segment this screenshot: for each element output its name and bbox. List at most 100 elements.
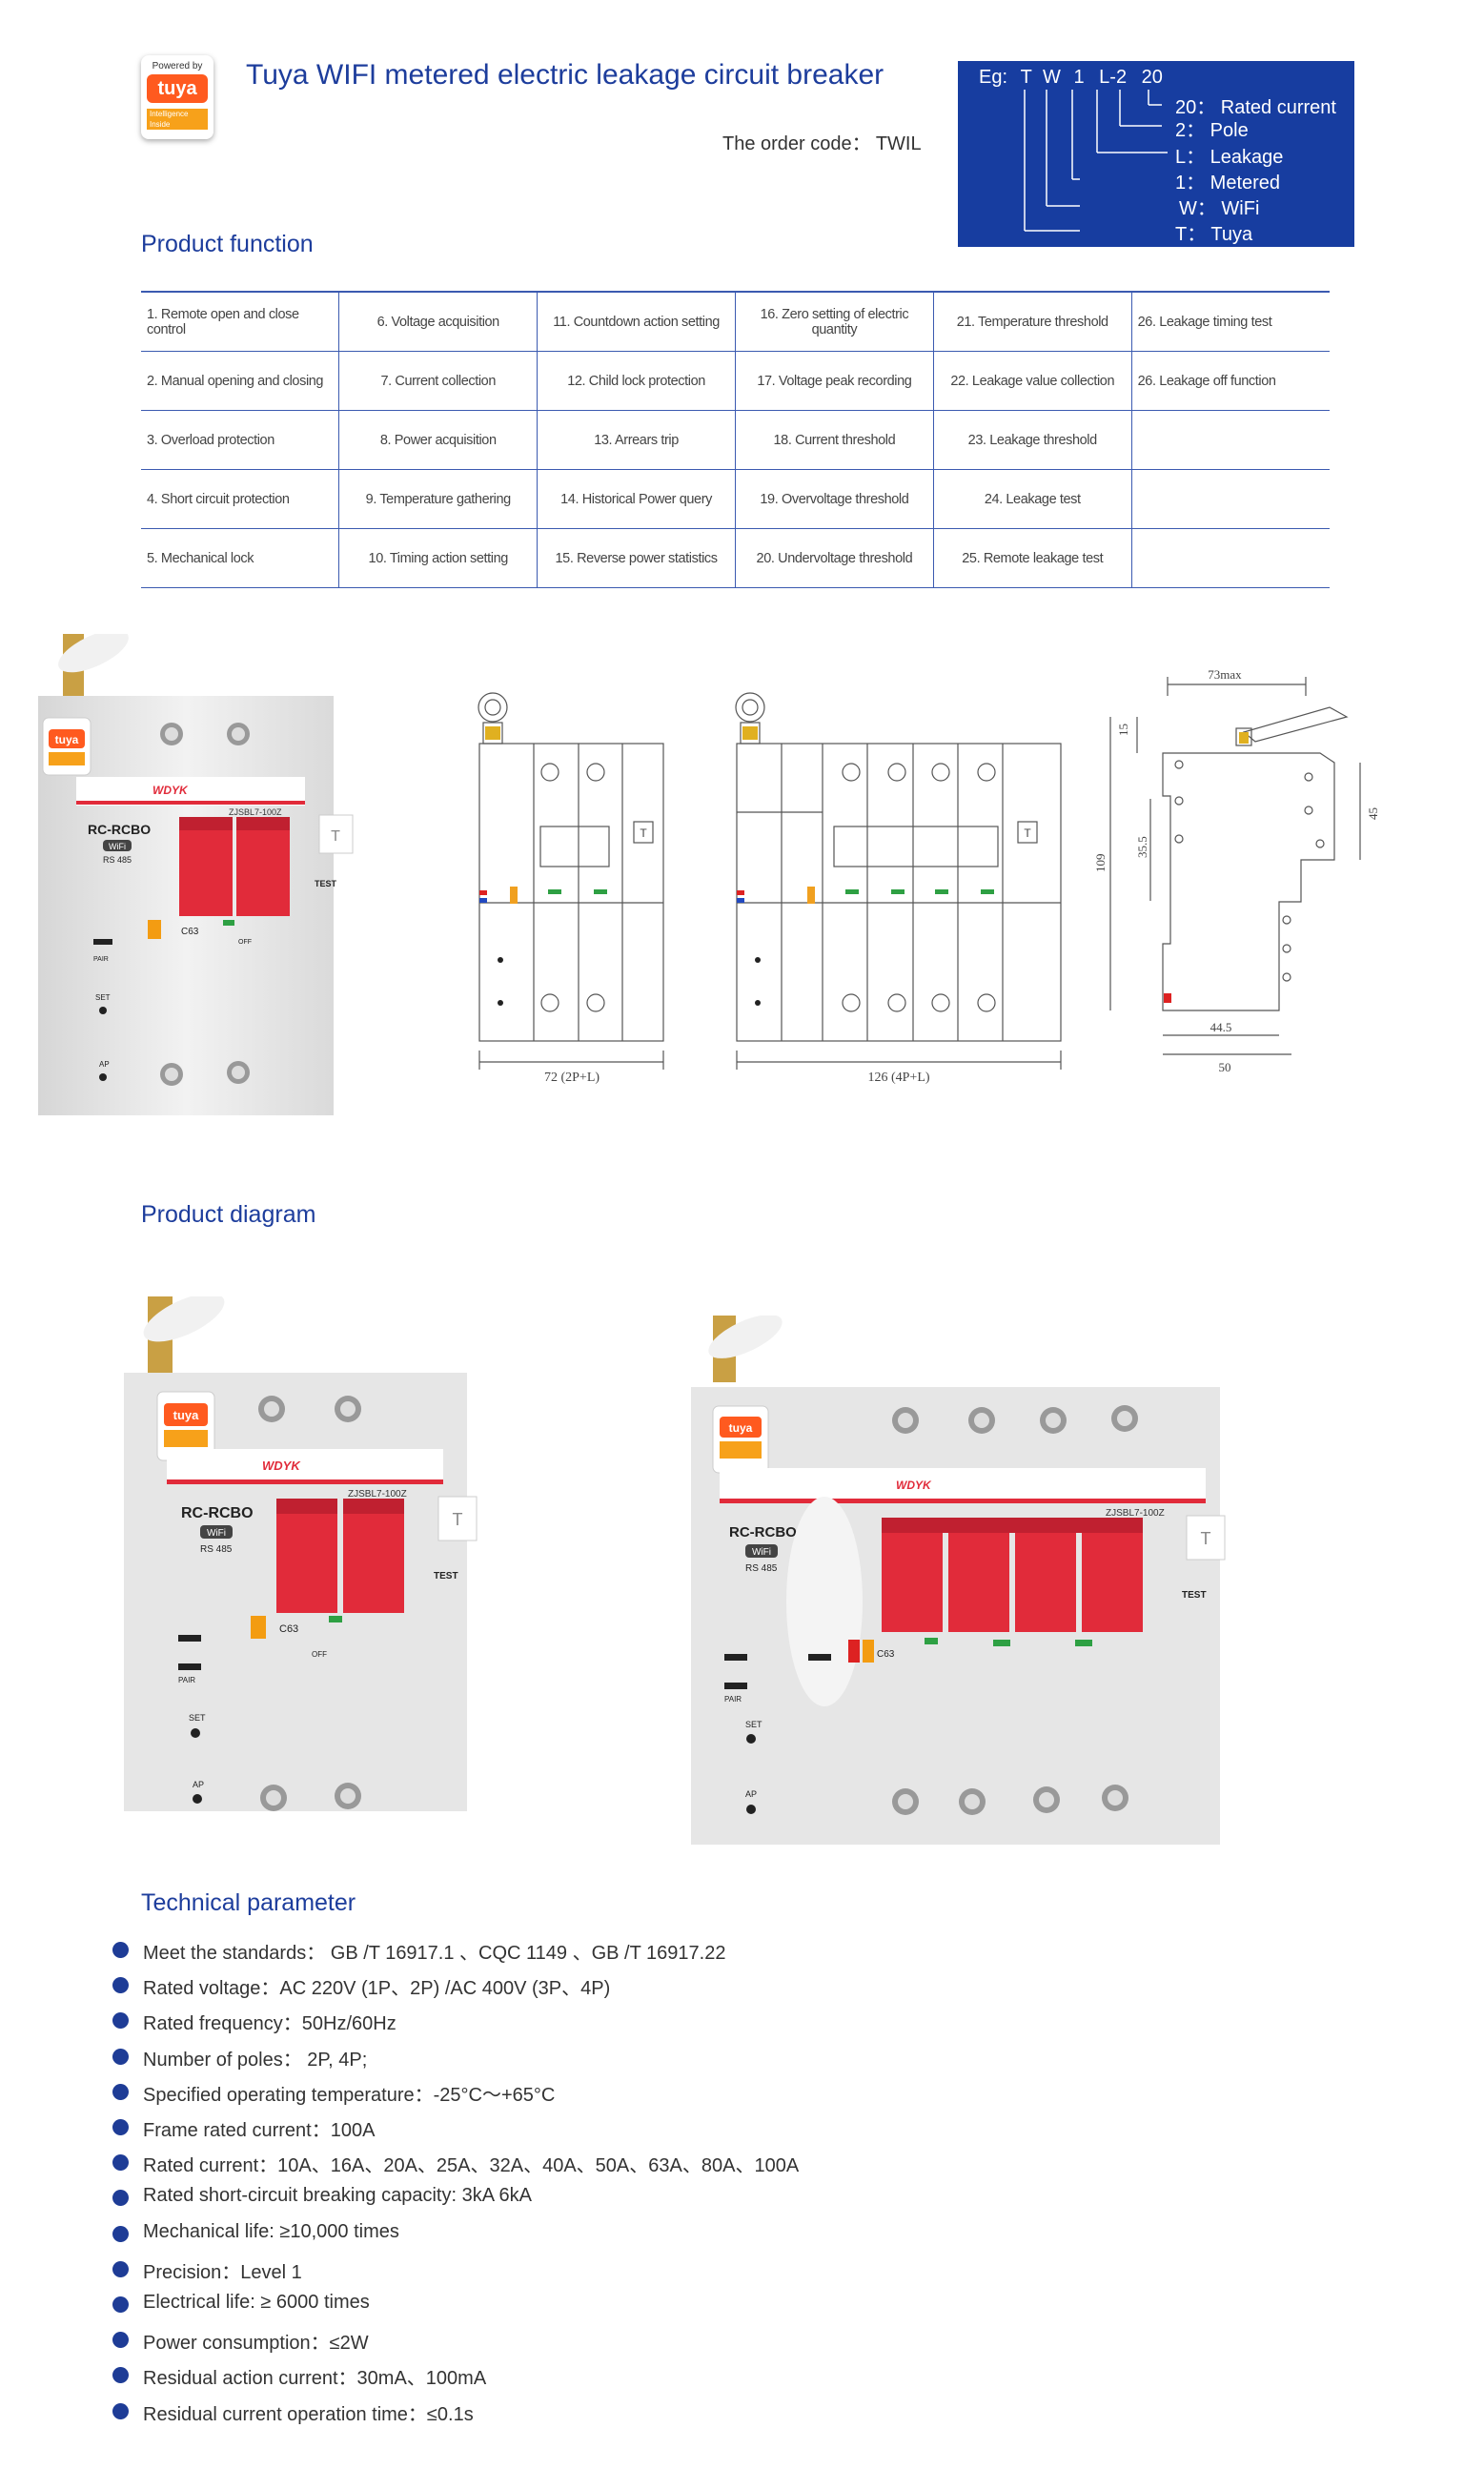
section-title-technical: Technical parameter <box>141 1889 356 1916</box>
table-cell: 20. Undervoltage threshold <box>735 528 934 588</box>
logo-top-text: Powered by <box>152 61 203 71</box>
table-cell: 5. Mechanical lock <box>141 528 340 588</box>
breaker-2p-photo: tuya WDYK ZJSBL7-100Z RC-RCBO WiFi RS 48… <box>38 634 354 1115</box>
table-cell: 26. Leakage off function <box>1131 351 1330 411</box>
table-cell: 10. Timing action setting <box>338 528 539 588</box>
table-cell: 2. Manual opening and closing <box>141 351 340 411</box>
parameter-text: Rated voltage：AC 220V (1P、2P) /AC 400V (… <box>143 1978 611 2000</box>
eg-code-t: T <box>1020 67 1032 88</box>
svg-text:RS 485: RS 485 <box>200 1544 233 1555</box>
bullet-icon <box>112 1977 129 1994</box>
svg-text:WiFi: WiFi <box>752 1547 771 1558</box>
svg-text:ZJSBL7-100Z: ZJSBL7-100Z <box>1106 1508 1165 1519</box>
order-code-legend: Eg: T W 1 L-2 20 20： Rated current 2： Po… <box>958 61 1354 247</box>
svg-text:WDYK: WDYK <box>896 1479 932 1492</box>
parameter-text: Power consumption：≤2W <box>143 2333 369 2355</box>
table-cell: 15. Reverse power statistics <box>537 528 736 588</box>
svg-text:WiFi: WiFi <box>207 1528 226 1539</box>
lock-indicator <box>148 920 161 939</box>
eg-code-w: W <box>1043 67 1061 88</box>
parameter-text: Residual current operation time：≤0.1s <box>143 2403 474 2425</box>
legend-leakage: L： Leakage <box>1175 147 1284 168</box>
dim-side-top: 73max <box>1208 667 1242 682</box>
legend-tuya: T： Tuya <box>1175 224 1253 245</box>
table-cell <box>1131 469 1330 529</box>
ap-label: AP <box>99 1060 110 1069</box>
parameter-text: Frame rated current：100A <box>143 2120 376 2141</box>
bullet-icon <box>112 2119 129 2135</box>
bullet-icon <box>112 2012 129 2030</box>
svg-text:RC-RCBO: RC-RCBO <box>729 1524 797 1541</box>
svg-text:OFF: OFF <box>238 939 252 946</box>
table-cell: 25. Remote leakage test <box>933 528 1132 588</box>
table-cell <box>1131 410 1330 470</box>
section-title-function: Product function <box>141 231 314 257</box>
svg-text:109: 109 <box>1093 854 1108 873</box>
breaker-lever-2 <box>236 825 290 916</box>
brand-text: WDYK <box>152 784 189 797</box>
svg-text:T: T <box>331 828 340 845</box>
svg-text:AP: AP <box>745 1789 757 1799</box>
svg-text:WDYK: WDYK <box>262 1459 301 1473</box>
parameter-text: Specified operating temperature：-25°C～+6… <box>143 2084 556 2106</box>
svg-text:PAIR: PAIR <box>178 1676 195 1684</box>
legend-rated-current: 20： Rated current <box>1175 97 1336 118</box>
model-text: ZJSBL7-100Z <box>229 807 282 817</box>
test-button <box>318 814 354 854</box>
order-code: The order code： TWIL <box>722 133 922 154</box>
table-cell: 14. Historical Power query <box>537 469 736 529</box>
svg-text:44.5: 44.5 <box>1210 1020 1232 1034</box>
parameter-text: Rated current：10A、16A、20A、25A、32A、40A、50… <box>143 2155 800 2177</box>
svg-text:T: T <box>1024 826 1031 840</box>
dim-4p-width: 126 (4P+L) <box>867 1071 929 1085</box>
table-cell: 23. Leakage threshold <box>933 410 1132 470</box>
set-label: SET <box>95 993 111 1002</box>
type-text: RC-RCBO <box>88 822 151 837</box>
svg-text:SET: SET <box>745 1720 762 1729</box>
table-cell: 12. Child lock protection <box>537 351 736 411</box>
table-cell: 18. Current threshold <box>735 410 934 470</box>
table-cell: 6. Voltage acquisition <box>338 291 539 352</box>
table-cell: 9. Temperature gathering <box>338 469 539 529</box>
parameter-text: Rated frequency：50Hz/60Hz <box>143 2013 396 2035</box>
svg-text:TEST: TEST <box>434 1571 458 1581</box>
parameter-text: Rated short-circuit breaking capacity: 3… <box>143 2185 532 2207</box>
svg-text:PAIR: PAIR <box>724 1695 742 1704</box>
bullet-icon <box>112 2083 129 2100</box>
svg-text:RS 485: RS 485 <box>745 1563 778 1574</box>
dimension-front-2p: T 72 (2P+L) <box>478 692 664 1085</box>
svg-text:35.5: 35.5 <box>1135 836 1149 858</box>
bullet-icon <box>112 2154 129 2172</box>
parameter-text: Residual action current：30mA、100mA <box>143 2368 487 2390</box>
eg-label: Eg: T W 1 L-2 20 <box>979 67 1163 89</box>
table-cell: 4. Short circuit protection <box>141 469 340 529</box>
bullet-icon <box>112 2190 129 2207</box>
table-cell: 26. Leakage timing test <box>1131 291 1330 352</box>
svg-text:T: T <box>453 1510 463 1529</box>
breaker-2p-diagram: tuya WDYK ZJSBL7-100Z RC-RCBO WiFi RS 48… <box>124 1296 478 1811</box>
bus-text: RS 485 <box>103 855 132 865</box>
svg-text:50: 50 <box>1219 1060 1231 1074</box>
section-title-diagram: Product diagram <box>141 1201 316 1228</box>
table-cell: 11. Countdown action setting <box>537 291 736 352</box>
bullet-icon <box>112 2296 129 2313</box>
dimension-side: 73max 15 109 35.5 45 44.5 50 <box>1093 667 1380 1074</box>
breaker-4p-diagram: tuya WDYK ZJSBL7-100Z RC-RCBO WiFi RS 48… <box>691 1316 1226 1845</box>
svg-text:tuya: tuya <box>729 1421 753 1435</box>
svg-text:RC-RCBO: RC-RCBO <box>181 1505 254 1521</box>
eg-code-l2: L-2 <box>1099 67 1128 88</box>
svg-text:ZJSBL7-100Z: ZJSBL7-100Z <box>348 1489 407 1500</box>
table-cell: 19. Overvoltage threshold <box>735 469 934 529</box>
logo-bottom-text: Intelligence Inside <box>147 109 208 130</box>
table-cell: 7. Current collection <box>338 351 539 411</box>
table-cell <box>1131 528 1330 588</box>
page-title: Tuya WIFI metered electric leakage circu… <box>246 59 884 91</box>
eg-prefix: Eg: <box>979 67 1008 88</box>
svg-text:C63: C63 <box>279 1623 298 1635</box>
